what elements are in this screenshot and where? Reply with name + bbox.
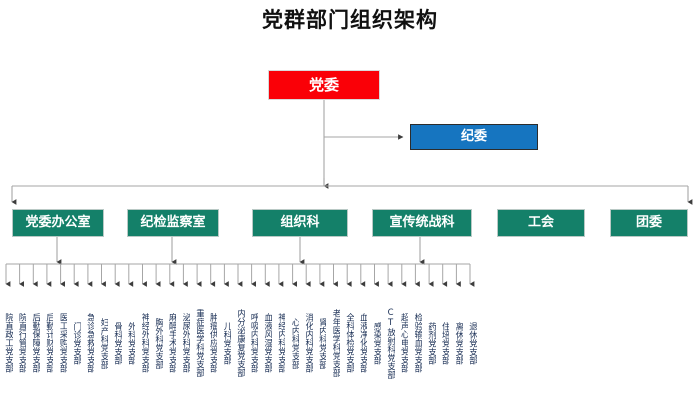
- branch-label: 医工采购党支部: [58, 313, 68, 373]
- node-label: 纪检监察室: [140, 214, 206, 230]
- branch-label: CT放射科党支部: [385, 307, 395, 379]
- branch-label: 后勤保障党支部: [30, 313, 40, 373]
- node-label: 组织科: [280, 214, 320, 230]
- branch-label: 检验输血党支部: [412, 313, 422, 373]
- branch-label: 消化内科党支部: [303, 313, 313, 373]
- branch-label: 院直政工党支部: [3, 313, 13, 373]
- branch-label: 心内科党支部: [290, 317, 300, 369]
- branch-label: 妇产科党支部: [99, 317, 109, 369]
- node-label: 党委: [308, 75, 339, 94]
- node-label: 工会: [527, 214, 554, 230]
- branch-label: 退休党支部: [467, 321, 477, 365]
- node-department-1[interactable]: 党委办公室: [12, 209, 104, 237]
- branch-label-layer: 院直政工党支部院直行管党支部后勤保障党支部后勤计财党支部医工采购党支部门诊党支部…: [0, 288, 700, 400]
- branch-label: 感染党支部: [371, 321, 381, 365]
- node-label: 纪委: [460, 128, 487, 144]
- branch-label: 老年医学科党支部: [331, 309, 341, 377]
- branch-label: 离休党支部: [453, 321, 463, 365]
- node-department-2[interactable]: 纪检监察室: [127, 209, 219, 237]
- branch-label: 院直行管党支部: [17, 313, 27, 373]
- branch-label: 儿科党支部: [221, 321, 231, 365]
- branch-label: 后勤计财党支部: [44, 313, 54, 373]
- branch-label: 胸外科党支部: [153, 317, 163, 369]
- branch-label: 肿瘤供应党支部: [208, 313, 218, 373]
- branch-label: 肾内科党支部: [317, 317, 327, 369]
- branch-label: 血液风湿党支部: [262, 313, 272, 373]
- branch-label: 呼吸内科党支部: [249, 313, 259, 373]
- branch-label: 神经内科党支部: [276, 313, 286, 373]
- branch-label: 外科党支部: [126, 321, 136, 365]
- node-department-4[interactable]: 宣传统战科: [372, 209, 472, 237]
- branch-label: 内分泌康复党支部: [235, 309, 245, 377]
- branch-label: 超声心电党支部: [399, 313, 409, 373]
- branch-label: 血液净化党支部: [358, 313, 368, 373]
- node-label: 宣传统战科: [389, 214, 455, 230]
- branch-label: 重症医学科党支部: [194, 309, 204, 377]
- node-party-committee[interactable]: 党委: [268, 70, 380, 100]
- branch-label: 泌尿外科党支部: [180, 313, 190, 373]
- page-title: 党群部门组织架构: [262, 8, 438, 32]
- node-department-5[interactable]: 工会: [497, 209, 585, 237]
- branch-label: 住培党支部: [440, 321, 450, 365]
- branch-label: 骨科党支部: [112, 321, 122, 365]
- node-department-6[interactable]: 团委: [610, 209, 688, 237]
- branch-label: 门诊党支部: [71, 321, 81, 365]
- node-label: 党委办公室: [25, 214, 91, 230]
- branch-label: 急诊急救党支部: [85, 313, 95, 373]
- branch-label: 全科体检党支部: [344, 313, 354, 373]
- node-discipline-committee[interactable]: 纪委: [410, 124, 538, 150]
- branch-label: 麻醉手术党支部: [167, 313, 177, 373]
- node-label: 团委: [635, 214, 662, 230]
- node-department-3[interactable]: 组织科: [252, 209, 348, 237]
- branch-label: 神经外科党支部: [139, 313, 149, 373]
- branch-label: 药剂党支部: [426, 321, 436, 365]
